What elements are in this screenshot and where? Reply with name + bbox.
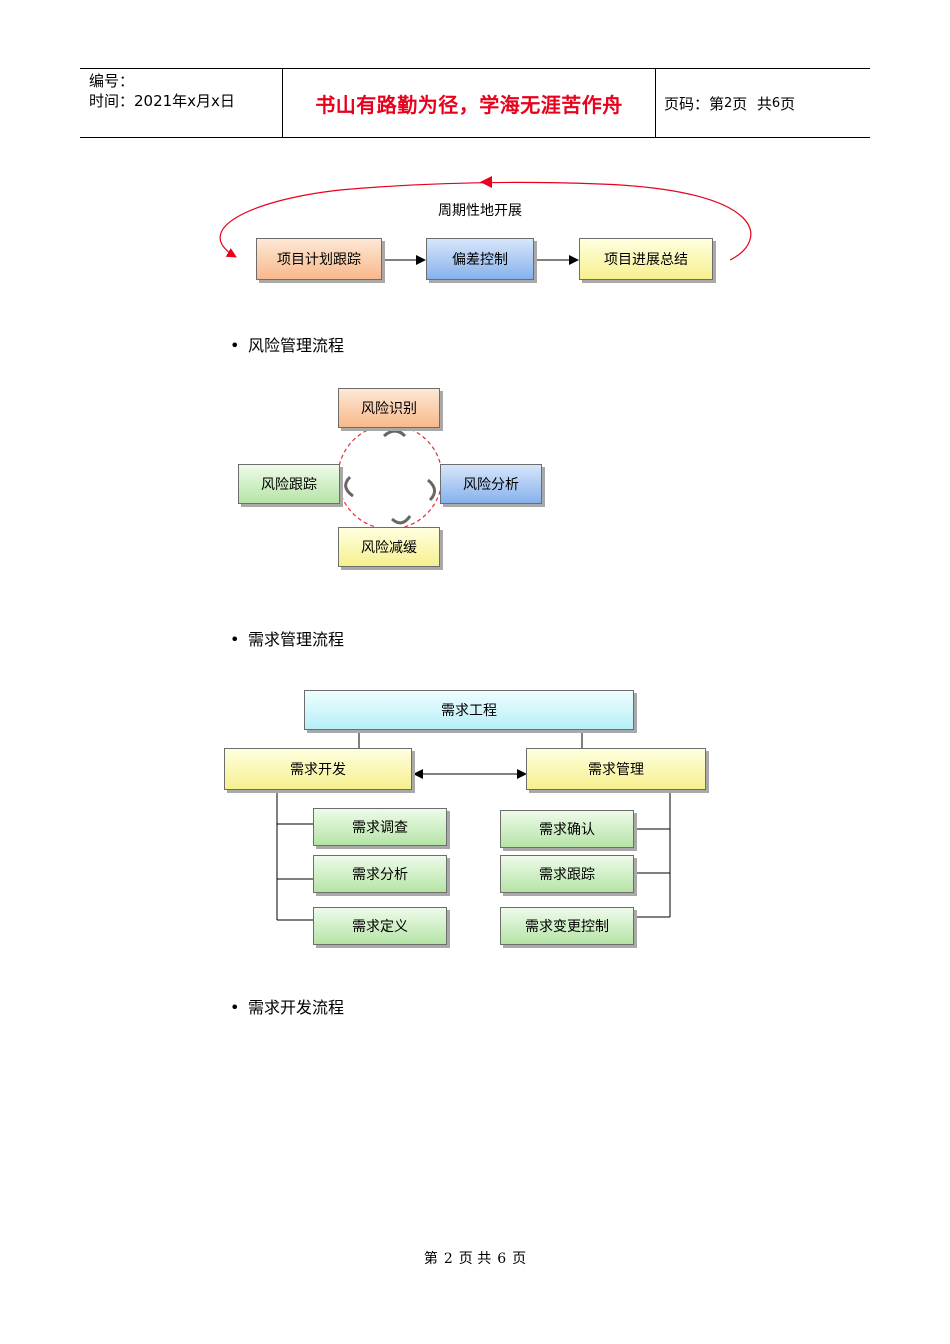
risk-arrow-top	[382, 429, 407, 438]
header-meta: 编号： 时间：2021年x月x日	[80, 69, 282, 137]
section-risk: •风险管理流程	[230, 336, 345, 355]
date-line: 时间：2021年x月x日	[89, 92, 235, 110]
loop-mid-arrow	[480, 176, 492, 188]
box-req-development: 需求开发	[224, 748, 412, 790]
risk-arrow-bottom	[390, 515, 412, 525]
bullet-icon: •	[230, 998, 240, 1017]
box-risk-mitigate: 风险减缓	[338, 527, 440, 567]
bullet-icon: •	[230, 630, 240, 649]
box-risk-analyze: 风险分析	[440, 464, 542, 504]
box-deviation-control: 偏差控制	[426, 238, 534, 280]
risk-arrow-left	[344, 475, 354, 498]
risk-arrow-right	[426, 478, 436, 502]
header-motto: 书山有路勤为径，学海无涯苦作舟	[282, 69, 656, 137]
box-req-analysis: 需求分析	[313, 855, 447, 893]
serial-label: 编号：	[89, 72, 135, 90]
box-req-engineering: 需求工程	[304, 690, 634, 730]
box-req-change-control: 需求变更控制	[500, 907, 634, 945]
box-req-definition: 需求定义	[313, 907, 447, 945]
box-progress-summary: 项目进展总结	[579, 238, 713, 280]
section-dev-flow: •需求开发流程	[230, 998, 345, 1017]
section-requirements: •需求管理流程	[230, 630, 345, 649]
box-risk-track: 风险跟踪	[238, 464, 340, 504]
box-req-survey: 需求调查	[313, 808, 447, 846]
box-project-tracking: 项目计划跟踪	[256, 238, 382, 280]
box-risk-identify: 风险识别	[338, 388, 440, 428]
box-req-management: 需求管理	[526, 748, 706, 790]
bullet-icon: •	[230, 336, 240, 355]
loop-label: 周期性地开展	[438, 203, 522, 219]
box-req-tracking: 需求跟踪	[500, 855, 634, 893]
box-req-confirm: 需求确认	[500, 810, 634, 848]
risk-cycle-circle	[337, 424, 443, 530]
